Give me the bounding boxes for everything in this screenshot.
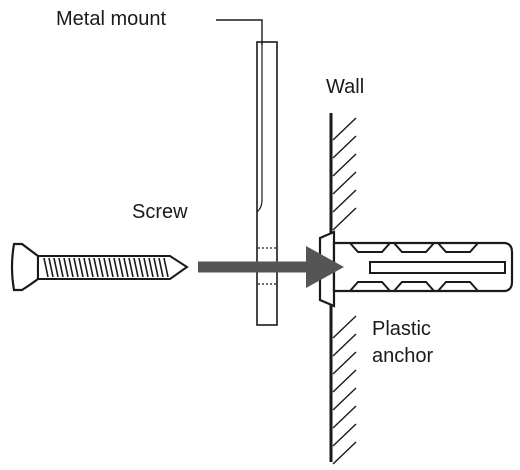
- wall-label: Wall: [326, 76, 365, 98]
- wall-hatch-line: [332, 117, 357, 141]
- screw-thread-line: [43, 257, 49, 278]
- wall-hatch-line: [332, 387, 357, 411]
- wall-hatch-line: [332, 441, 357, 465]
- wall-hatching: [332, 117, 357, 465]
- screw-thread-line: [48, 257, 54, 278]
- wall-hatch-line: [332, 315, 357, 339]
- screw-thread-line: [78, 257, 84, 278]
- screw-thread-line: [58, 257, 64, 278]
- insertion-arrow: [198, 246, 344, 288]
- screw-thread-line: [88, 257, 94, 278]
- screw-thread-line: [143, 257, 149, 278]
- screw-thread-line: [113, 257, 119, 278]
- screw-thread-line: [108, 257, 114, 278]
- wall-hatch-line: [332, 351, 357, 375]
- screw-head: [10, 242, 40, 292]
- metal-mount: [256, 41, 278, 326]
- wall-hatch-line: [332, 189, 357, 213]
- screw-thread: [43, 257, 169, 278]
- screw-thread-line: [148, 257, 154, 278]
- plastic-anchor-label-line2: anchor: [372, 345, 434, 367]
- screw-thread-line: [53, 257, 59, 278]
- screw-thread-line: [63, 257, 69, 278]
- wall-hatch-line: [332, 423, 357, 447]
- screw-thread-line: [133, 257, 139, 278]
- plastic-anchor-label-line1: Plastic: [372, 318, 431, 340]
- screw-thread-line: [103, 257, 109, 278]
- insertion-arrow-head: [306, 246, 344, 288]
- screw-thread-line: [138, 257, 144, 278]
- screw-thread-line: [158, 257, 164, 278]
- metal-mount-label: Metal mount: [56, 8, 167, 30]
- screw-thread-line: [98, 257, 104, 278]
- plastic-anchor-ridges-top: [349, 242, 479, 253]
- screw-label: Screw: [132, 201, 188, 223]
- wall-hatch-line: [332, 333, 357, 357]
- wall-hatch-line: [332, 405, 357, 429]
- screw: [10, 242, 189, 292]
- wall-hatch-line: [332, 369, 357, 393]
- wall-hatch-line: [332, 135, 357, 159]
- screw-thread-line: [93, 257, 99, 278]
- metal-mount-leader-line: [216, 19, 263, 45]
- screw-thread-line: [83, 257, 89, 278]
- metal-mount-bend-curve: [256, 199, 263, 213]
- screw-thread-line: [123, 257, 129, 278]
- plastic-anchor-slot: [369, 261, 506, 274]
- wall-hatch-line: [332, 171, 357, 195]
- screw-thread-line: [118, 257, 124, 278]
- screw-thread-line: [163, 257, 169, 278]
- screw-thread-line: [73, 257, 79, 278]
- screw-thread-line: [68, 257, 74, 278]
- screw-thread-line: [128, 257, 134, 278]
- wall-hatch-line: [332, 153, 357, 177]
- wall-hatch-line: [332, 207, 357, 231]
- screw-thread-line: [153, 257, 159, 278]
- plastic-anchor-ridges-bottom: [349, 281, 479, 292]
- plastic-anchor: [318, 230, 514, 308]
- metal-mount-plate: [256, 41, 278, 326]
